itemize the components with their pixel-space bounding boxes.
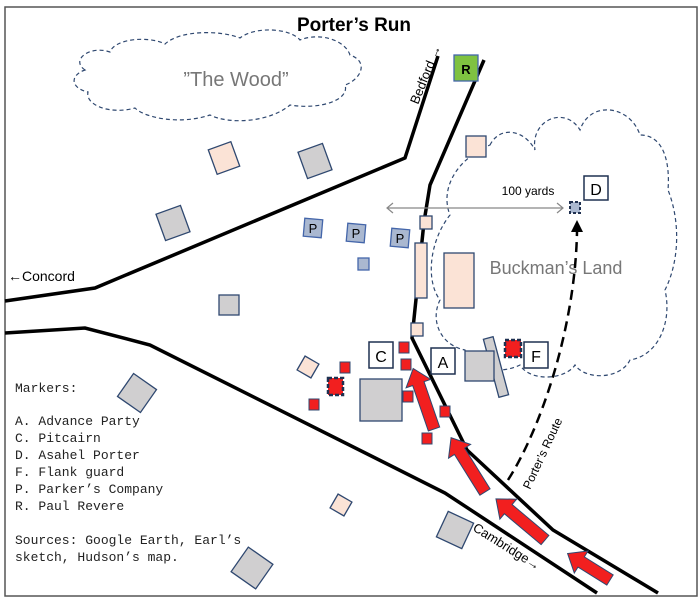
marker-parker-label: P [396,231,405,246]
marker-c-box [368,341,394,369]
british-flank-guard [503,338,523,359]
concord-cambridge-road-south [4,326,598,595]
buckman-land-label: Buckman’s Land [490,258,623,278]
porter-position [569,201,581,214]
map-border [4,6,698,597]
house [410,322,424,337]
british-unit [402,390,414,403]
british-unit [400,358,412,371]
marker-parker [389,227,411,249]
militia-small [357,257,370,271]
marker-f-box [523,341,549,369]
house [464,350,495,382]
house [230,546,274,590]
legend-sources: sketch, Hudson’s map. [15,550,179,565]
house [435,510,475,550]
british-unit [308,398,320,411]
concord-road-label: ←Concord [8,268,75,284]
house [116,372,158,414]
marker-d-box [583,175,609,201]
map-title: Porter’s Run [297,15,411,36]
porters-route-arrowhead [571,220,583,232]
legend-item: F. Flank guard [15,465,124,480]
wood-label: ”The Wood” [183,69,288,91]
legend-item: R. Paul Revere [15,499,124,514]
advance-arrow [495,498,550,546]
marker-revere [453,54,479,82]
house [296,355,320,379]
houses [116,135,510,590]
british-unit [339,361,351,374]
marker-parker [345,222,367,244]
house [155,204,191,242]
marker-parker-label: P [309,221,318,236]
buckman-land-area [430,109,678,378]
house [443,252,475,309]
house [419,215,433,230]
marker-a-box [430,347,456,375]
house [414,242,428,299]
house [329,493,353,517]
porters-route-path [506,231,579,481]
marker-a-label: A [438,355,449,372]
british-unit [421,432,433,445]
legend-heading: Markers: [15,381,77,396]
house [207,140,241,176]
concord-bedford-road-north [4,55,440,303]
house [297,142,333,180]
marker-parker-label: P [352,226,361,241]
distance-indicator: 100 yards [386,184,564,214]
distance-label: 100 yards [502,184,555,198]
house [465,135,487,158]
bedford-road-east [410,59,659,595]
house [359,378,403,422]
british-unit [439,405,451,418]
british-troops [308,338,614,586]
marker-f-label: F [531,349,541,366]
legend-item: C. Pitcairn [15,431,101,446]
house [218,294,240,316]
advance-arrow [447,437,491,496]
wood-area [73,29,362,122]
advance-arrow [405,367,441,432]
parker-company: P P P [302,217,411,271]
legend-item: P. Parker’s Company [15,482,163,497]
british-unit [398,341,410,354]
marker-c-label: C [375,349,387,366]
marker-parker [302,217,324,239]
advance-arrow [566,550,614,586]
marker-d-label: D [590,182,602,199]
british-unit-dashed [326,376,345,397]
legend-sources: Sources: Google Earth, Earl’s [15,533,241,548]
legend-item: D. Asahel Porter [15,448,140,463]
legend: Markers: A. Advance Party C. Pitcairn D.… [15,381,241,565]
marker-revere-label: R [461,62,471,77]
legend-item: A. Advance Party [15,414,140,429]
